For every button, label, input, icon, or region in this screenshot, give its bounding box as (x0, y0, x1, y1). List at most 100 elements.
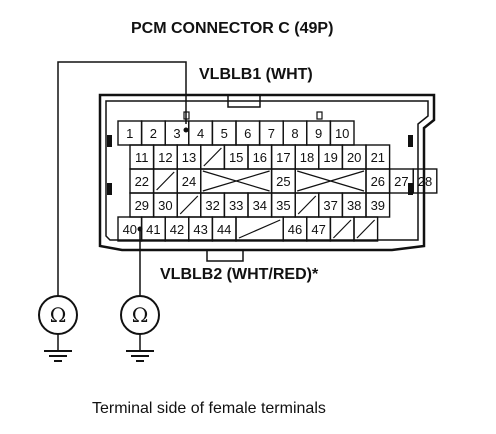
terminal-cell: 18 (294, 144, 320, 170)
terminal-cell (200, 168, 273, 194)
terminal-cell (200, 144, 226, 170)
terminal-cell: 9 (306, 120, 332, 146)
terminal-cell: 43 (188, 216, 214, 242)
wire-vlblb1 (57, 61, 187, 296)
terminal-number: 47 (311, 222, 325, 237)
terminal-cell: 25 (270, 168, 296, 194)
terminal-number: 10 (335, 126, 349, 141)
terminal-cell: 15 (223, 144, 249, 170)
terminal-cell (176, 192, 202, 218)
wiring (57, 61, 189, 296)
terminal-number: 16 (253, 150, 267, 165)
terminal-cell (235, 216, 284, 242)
terminal-cell: 32 (200, 192, 226, 218)
terminal-number: 9 (315, 126, 322, 141)
terminal-number: 37 (323, 198, 337, 213)
terminal-number: 41 (146, 222, 160, 237)
terminal-cell: 17 (270, 144, 296, 170)
probe-point-3 (183, 127, 189, 133)
wire2-label: VLBLB2 (WHT/RED)* (160, 266, 319, 283)
terminal-number: 2 (150, 126, 157, 141)
terminal-number: 28 (418, 174, 432, 189)
terminal-cell: 26 (365, 168, 391, 194)
probe-point-40 (137, 226, 143, 232)
terminal-cell: 46 (282, 216, 308, 242)
terminal-cell: 44 (211, 216, 237, 242)
terminal-number: 4 (197, 126, 204, 141)
terminal-cell: 1 (117, 120, 143, 146)
wire1-label: VLBLB1 (WHT) (199, 66, 313, 83)
terminal-number: 8 (291, 126, 298, 141)
terminal-number: 38 (347, 198, 361, 213)
terminal-cell: 28 (412, 168, 438, 194)
terminal-number: 34 (253, 198, 267, 213)
terminal-number: 1 (126, 126, 133, 141)
terminal-cell: 35 (270, 192, 296, 218)
caption: Terminal side of female terminals (92, 400, 326, 417)
terminal-cell: 21 (365, 144, 391, 170)
terminal-number: 12 (158, 150, 172, 165)
terminal-number: 43 (193, 222, 207, 237)
ohm-symbol-right: Ω (132, 303, 149, 327)
terminal-cell: 34 (247, 192, 273, 218)
terminal-number: 44 (217, 222, 231, 237)
terminal-cell: 47 (306, 216, 332, 242)
terminal-cell: 11 (129, 144, 155, 170)
terminal-cell: 42 (164, 216, 190, 242)
terminal-number: 27 (394, 174, 408, 189)
terminal-number: 26 (371, 174, 385, 189)
terminal-number: 7 (268, 126, 275, 141)
ohmmeter-left: Ω (38, 295, 78, 362)
terminal-cell: 2 (140, 120, 166, 146)
terminal-cell: 39 (365, 192, 391, 218)
terminal-number: 33 (229, 198, 243, 213)
terminal-cell: 22 (129, 168, 155, 194)
terminal-number: 40 (123, 222, 137, 237)
terminal-number: 24 (182, 174, 196, 189)
terminal-cell: 30 (152, 192, 178, 218)
terminal-cell: 13 (176, 144, 202, 170)
terminal-cell: 8 (282, 120, 308, 146)
terminal-number: 22 (135, 174, 149, 189)
terminal-cell: 16 (247, 144, 273, 170)
ohm-symbol-left: Ω (50, 303, 67, 327)
terminal-cell (294, 168, 367, 194)
terminal-cell: 33 (223, 192, 249, 218)
terminal-cell: 3 (164, 120, 190, 146)
terminal-cell: 6 (235, 120, 261, 146)
terminal-number: 20 (347, 150, 361, 165)
terminal-cell: 12 (152, 144, 178, 170)
terminal-cell: 10 (329, 120, 355, 146)
terminal-cell (329, 216, 355, 242)
terminal-cell (152, 168, 178, 194)
terminal-cell: 37 (318, 192, 344, 218)
terminal-number: 19 (323, 150, 337, 165)
terminal-number: 5 (221, 126, 228, 141)
terminal-number: 11 (135, 150, 149, 165)
terminal-cell: 4 (188, 120, 214, 146)
terminal-cell: 24 (176, 168, 202, 194)
terminal-number: 18 (300, 150, 314, 165)
title: PCM CONNECTOR C (49P) (131, 20, 333, 37)
terminal-number: 15 (229, 150, 243, 165)
terminal-number: 35 (276, 198, 290, 213)
terminal-number: 32 (205, 198, 219, 213)
terminal-number: 25 (276, 174, 290, 189)
connector-housing (98, 93, 436, 262)
terminal-number: 13 (182, 150, 196, 165)
terminal-cell (294, 192, 320, 218)
terminal-cell: 38 (341, 192, 367, 218)
terminal-number: 3 (173, 126, 180, 141)
terminal-cell: 20 (341, 144, 367, 170)
terminal-number: 42 (170, 222, 184, 237)
terminal-number: 46 (288, 222, 302, 237)
terminal-cell: 5 (211, 120, 237, 146)
terminal-cell: 7 (258, 120, 284, 146)
terminal-number: 21 (371, 150, 385, 165)
terminal-number: 30 (158, 198, 172, 213)
ohmmeter-right: Ω (120, 295, 160, 362)
terminal-cell: 19 (318, 144, 344, 170)
